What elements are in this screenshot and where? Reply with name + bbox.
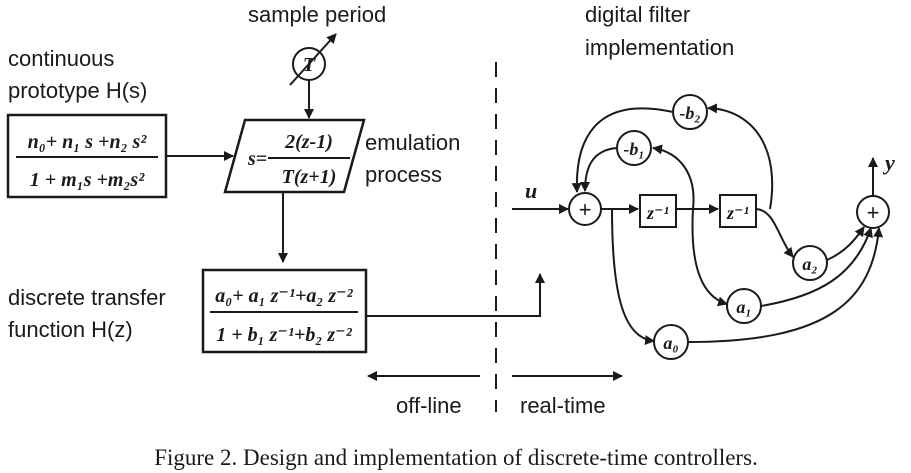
sample-period-label: sample period	[248, 2, 386, 27]
continuous-label-line2: prototype H(s)	[8, 78, 147, 103]
a2-to-output-path	[826, 226, 865, 261]
emulation-denominator: T(z+1)	[282, 166, 337, 188]
emulation-lhs: s=	[247, 148, 267, 170]
gain-a1-label: a₁	[736, 297, 751, 317]
output-summer-sign: +	[867, 200, 880, 225]
input-summer-sign: +	[579, 197, 592, 222]
offline-label: off-line	[396, 393, 462, 418]
input-u-label: u	[525, 178, 537, 203]
emulation-label-line2: process	[365, 162, 442, 187]
delay2-to-b2-path	[707, 103, 774, 210]
gain-a2-label: a₂	[802, 254, 817, 274]
figure-caption: Figure 2. Design and implementation of d…	[154, 445, 758, 470]
delay-block-2	[719, 194, 757, 228]
discrete-label-line1: discrete transfer	[8, 285, 166, 310]
emulation-box	[223, 118, 366, 194]
gain-neg-b1-label: -b₁	[623, 139, 644, 159]
b1-to-summer-path	[580, 147, 618, 192]
output-y-label: y	[882, 150, 895, 175]
emulation-numerator: 2(z-1)	[284, 131, 333, 153]
discrete-label-line2: function H(z)	[8, 317, 133, 342]
hs-numerator: n₀+ n₁ s +n₂ s²	[28, 131, 148, 153]
a0-to-output-path	[687, 227, 884, 343]
delay-block-2-label: z⁻¹	[726, 203, 749, 223]
continuous-label-line1: continuous	[8, 46, 114, 71]
delay1-to-a1-path	[691, 208, 728, 307]
digital-filter-label-line2: implementation	[585, 35, 734, 60]
gain-a2-node	[792, 245, 828, 281]
summer-to-a0-path	[611, 208, 655, 346]
delay2-to-a2-path	[755, 208, 794, 258]
delay1-to-b1-path	[652, 144, 695, 210]
hs-denominator: 1 + m₁s +m₂s²	[30, 169, 145, 191]
digital-filter-label-line1: digital filter	[585, 2, 690, 27]
gain-a0-label: a₀	[663, 333, 678, 353]
hz-to-implementation-arrow	[366, 273, 545, 317]
hz-denominator: 1 + b₁ z⁻¹+b₂ z⁻²	[216, 324, 352, 346]
emulation-label-line1: emulation	[365, 130, 460, 155]
variable-period-arrow	[289, 33, 337, 86]
hz-numerator: a₀+ a₁ z⁻¹+a₂ z⁻²	[215, 285, 353, 307]
delay-block-1	[639, 194, 677, 228]
a1-to-output-path	[760, 227, 873, 307]
b2-to-summer-path	[571, 107, 674, 193]
realtime-label: real-time	[520, 393, 606, 418]
delay-block-1-label: z⁻¹	[646, 203, 669, 223]
gain-neg-b2-label: -b₂	[679, 103, 700, 123]
